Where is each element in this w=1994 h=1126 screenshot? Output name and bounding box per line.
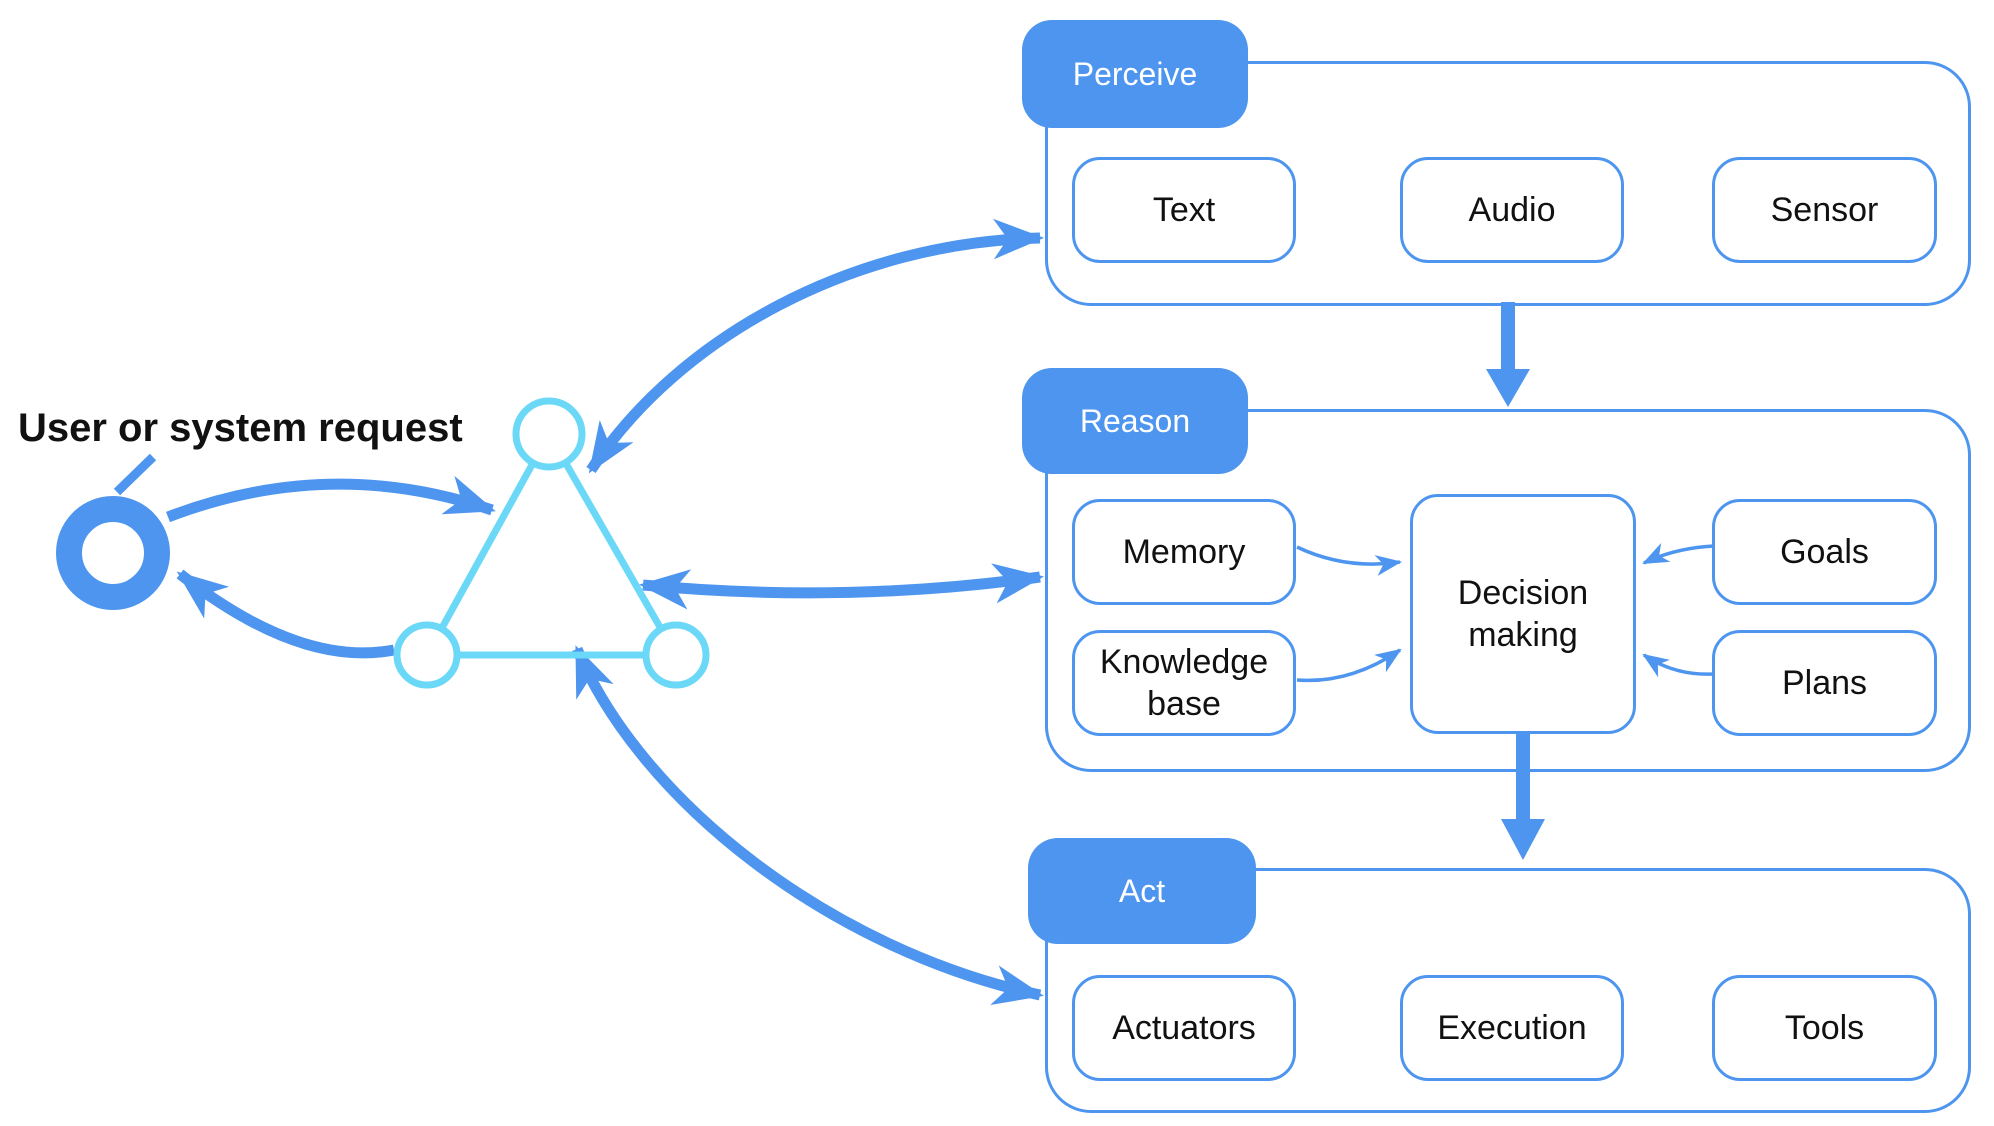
node-audio-label: Audio [1468,190,1556,229]
agent-triangle-right-node [642,621,710,689]
node-plans: Plans [1712,630,1937,736]
node-knowledge-base-label: Knowledge base [1099,642,1269,724]
node-tools-label: Tools [1784,1008,1865,1047]
user-request-label: User or system request [18,406,463,450]
goals-to-decision-arrow [1642,543,1715,565]
node-execution-label: Execution [1437,1008,1587,1047]
node-tools: Tools [1712,975,1937,1081]
node-knowledge-base: Knowledge base [1072,630,1296,736]
node-execution: Execution [1400,975,1624,1081]
act-section: Act [1028,838,1971,1113]
perceive-tab: Perceive [1022,20,1248,128]
agent-triangle-left-node [393,621,461,689]
request-to-agent-arrow [166,475,496,523]
agent-triangle-top-node [512,397,586,471]
user-request-leader-line [113,453,157,496]
node-plans-label: Plans [1781,663,1868,702]
plans-to-decision-arrow [1642,653,1715,678]
knowledge-to-decision-arrow [1296,648,1402,683]
node-sensor-label: Sensor [1770,190,1879,229]
reason-to-act-arrow-head [1501,819,1545,860]
node-text-label: Text [1152,190,1216,229]
node-memory-label: Memory [1122,532,1246,571]
node-actuators: Actuators [1072,975,1296,1081]
node-memory: Memory [1072,499,1296,605]
node-goals-label: Goals [1780,532,1869,571]
node-decision-making: Decision making [1410,494,1636,734]
perceive-to-reason-arrow-head [1486,369,1530,407]
node-decision-making-label: Decision making [1457,573,1589,655]
user-request-icon [56,496,170,610]
node-goals: Goals [1712,499,1937,605]
node-text: Text [1072,157,1296,263]
node-audio: Audio [1400,157,1624,263]
reason-tab: Reason [1022,368,1248,474]
agent-act-arrow [571,645,1044,1006]
node-sensor: Sensor [1712,157,1937,263]
agent-triangle [421,426,683,659]
act-tab: Act [1028,838,1256,944]
memory-to-decision-arrow [1296,545,1403,576]
node-actuators-label: Actuators [1112,1008,1256,1047]
agent-perceive-arrow [586,218,1045,474]
perceive-section: Perceive [1022,20,1971,306]
agent-to-request-arrow [176,569,396,659]
reason-section: Reason [1022,368,1971,772]
agent-reason-arrow [638,563,1045,610]
